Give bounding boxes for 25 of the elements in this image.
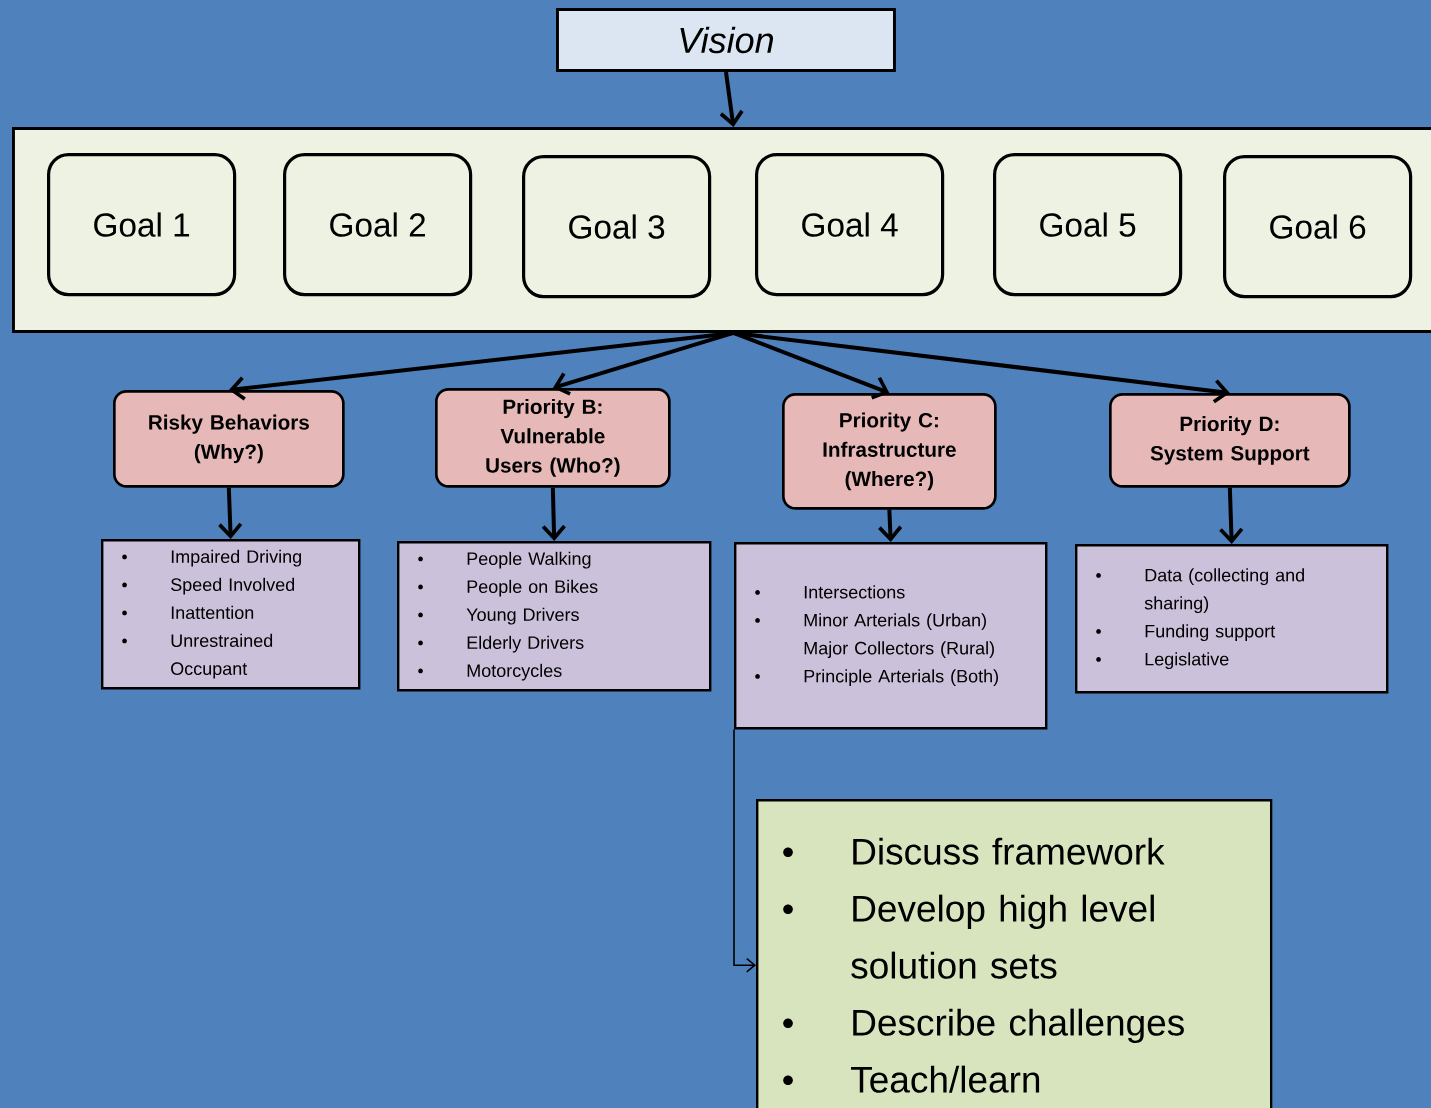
goal-box: Goal 5 <box>993 153 1183 297</box>
arrow <box>552 331 735 396</box>
priority-box: Priority B: Vulnerable Users (Who?) <box>435 388 671 488</box>
goal-box: Goal 2 <box>283 153 473 297</box>
goal-box: Goal 4 <box>755 153 945 297</box>
priority-box: Priority D: System Support <box>1109 393 1351 488</box>
goal-box: Goal 6 <box>1223 155 1413 299</box>
arrow <box>719 71 744 127</box>
priority-box: Priority C: Infrastructure (Where?) <box>782 393 997 510</box>
arrow <box>228 330 734 401</box>
arrow <box>733 728 756 973</box>
goal-box: Goal 3 <box>522 155 712 299</box>
vision-box: Vision <box>556 8 896 72</box>
arrow <box>218 487 243 539</box>
arrow <box>541 487 566 541</box>
arrow <box>1219 487 1244 544</box>
arrow <box>878 509 903 542</box>
note-box: Discuss framework Develop high level solution sets Describe challenges Teach/learn <box>756 799 1273 1108</box>
bullet-list-box: Intersections Minor Arterials (Urban) Major Collectors (Rural) Principle Arterials (Both) <box>734 542 1048 730</box>
bullet-list-box: People Walking People on Bikes Young Drivers Elderly Drivers Motorcycles <box>397 541 712 692</box>
goal-box: Goal 1 <box>47 153 237 297</box>
bullet-list-box: Impaired Driving Speed Involved Inattention Unrestrained Occupant <box>101 539 361 690</box>
arrow <box>733 330 1230 404</box>
bullet-list-box: Data (collecting and sharing) Funding support Legislative <box>1075 544 1389 694</box>
priority-box: Risky Behaviors (Why?) <box>113 390 345 488</box>
